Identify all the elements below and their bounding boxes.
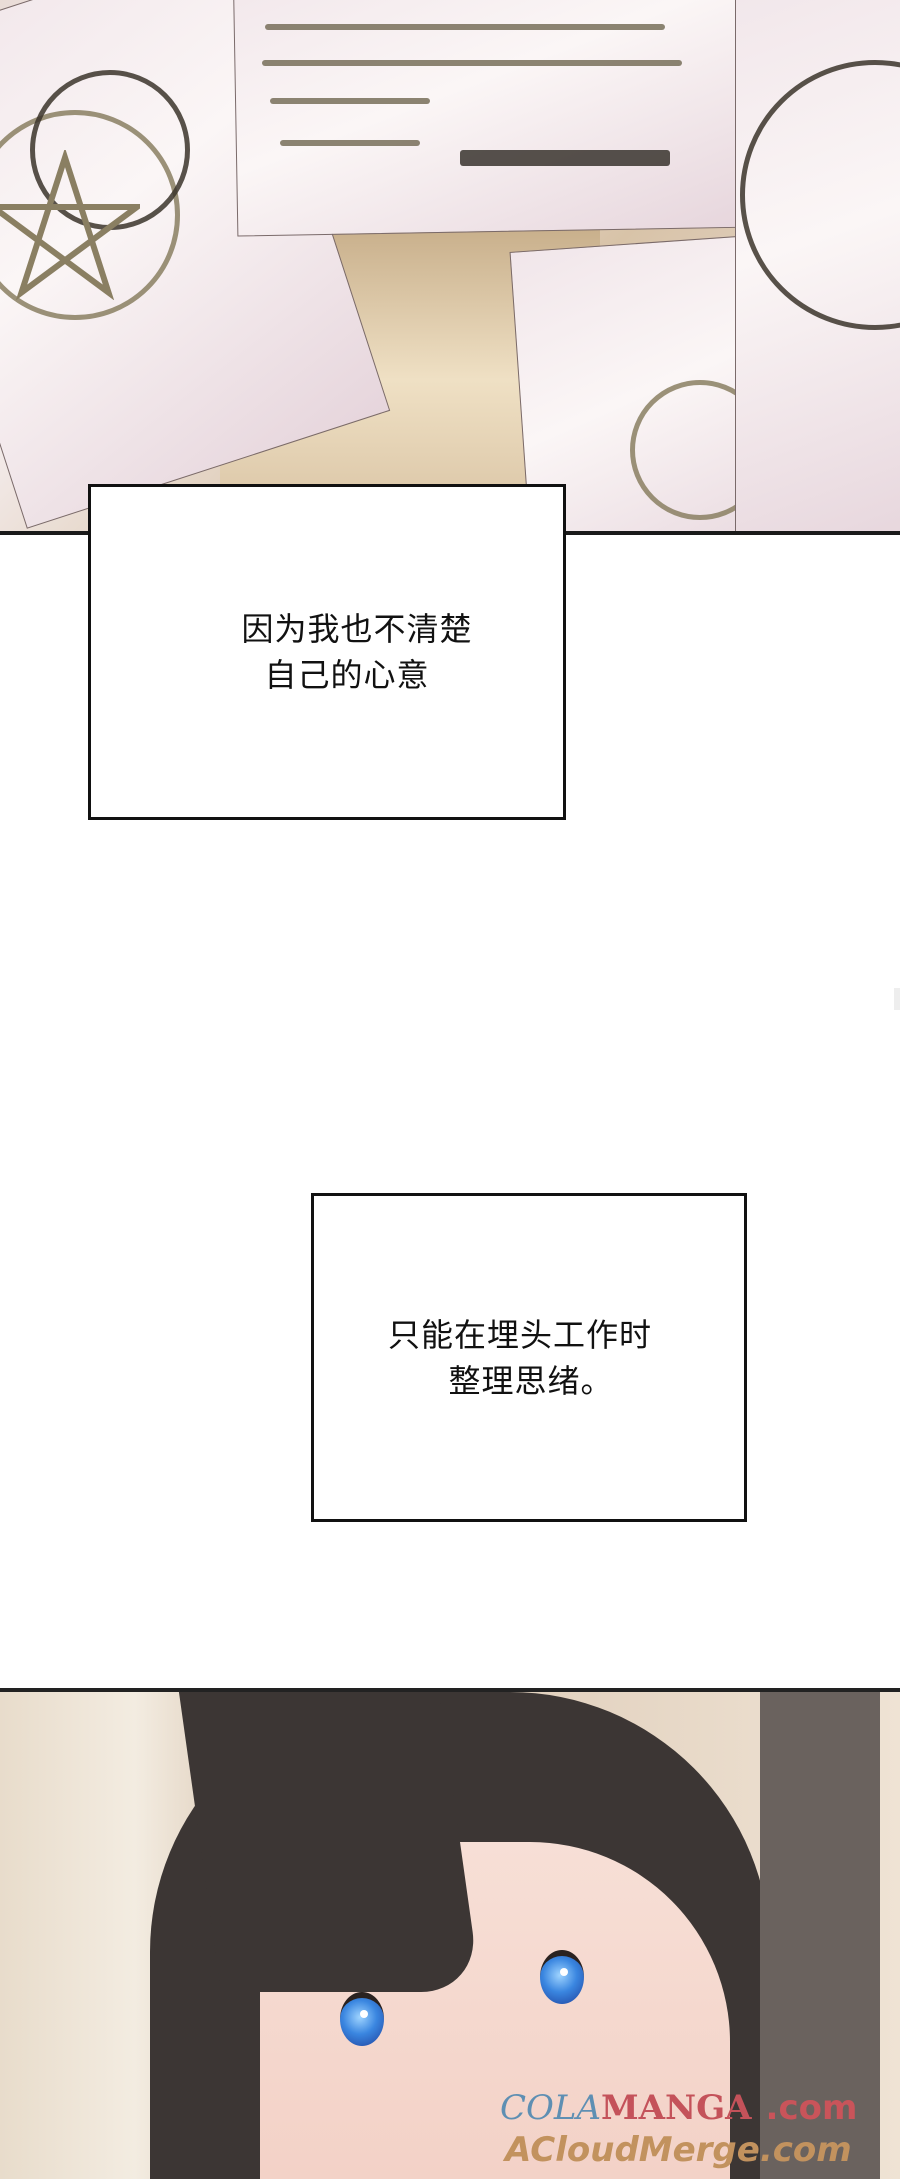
pentagram-icon: [0, 150, 140, 300]
bangs: [178, 1692, 482, 1992]
watermark-text: COLA: [500, 2088, 602, 2128]
script-line: [270, 98, 430, 104]
script-signature: [460, 150, 670, 166]
watermark-text: .com: [765, 2088, 858, 2128]
script-line: [262, 60, 682, 66]
eye-glint: [560, 1968, 568, 1976]
watermark-text: MANGA: [601, 2088, 752, 2128]
script-line: [265, 24, 665, 30]
right-eye: [540, 1950, 584, 2004]
script-line: [280, 140, 420, 146]
panel-papers: [0, 0, 900, 535]
caption-box-2: 只能在埋头工作时 整理思绪。: [311, 1193, 747, 1522]
caption-box-1: 因为我也不清楚 自己的心意: [88, 484, 566, 820]
caption-line: 只能在埋头工作时: [387, 1315, 652, 1354]
eye-glint: [360, 2010, 368, 2018]
left-eye: [340, 1992, 384, 2046]
paper-letter: [232, 0, 760, 237]
edge-mark: [894, 988, 900, 1010]
panel-face: [0, 1688, 900, 2179]
watermark-colamanga: COLAMANGA .com: [500, 2088, 857, 2128]
caption-line: 自己的心意: [264, 656, 430, 694]
caption-line: 整理思绪。: [448, 1361, 614, 1400]
watermark-acloudmerge: ACloudMerge.com: [505, 2130, 852, 2170]
caption-line: 因为我也不清楚: [241, 610, 473, 648]
side-hair: [760, 1692, 880, 2179]
